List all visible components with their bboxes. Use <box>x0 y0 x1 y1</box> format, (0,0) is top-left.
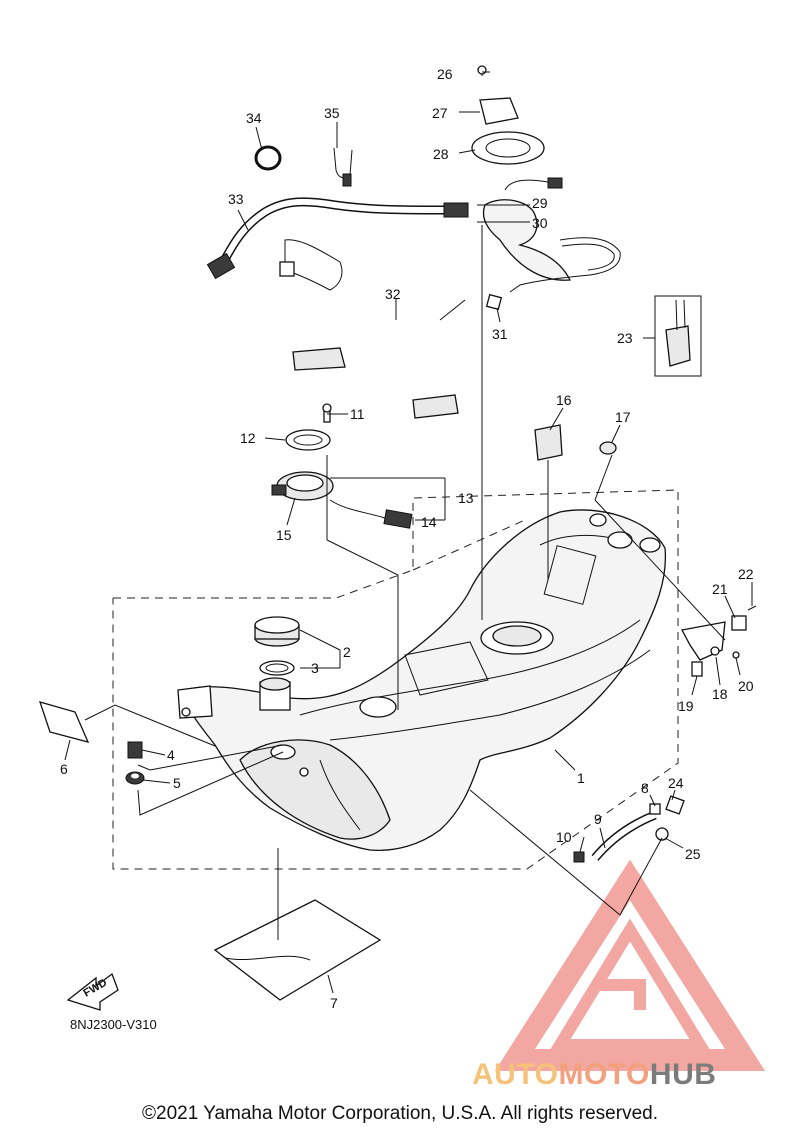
callout-18: 18 <box>712 686 728 702</box>
watermark-brand: AUTOMOTOHUB <box>472 1058 716 1092</box>
watermark-auto: AUTO <box>472 1058 559 1091</box>
fuel-cap <box>254 616 300 676</box>
callout-32: 32 <box>385 286 401 302</box>
callout-17: 17 <box>615 409 631 425</box>
diagram-code: 8NJ2300-V310 <box>70 1017 157 1032</box>
callout-7: 7 <box>330 995 338 1011</box>
callout-15: 15 <box>276 527 292 543</box>
watermark-hub: HUB <box>649 1058 717 1091</box>
callout-27: 27 <box>432 105 448 121</box>
pad-6 <box>38 701 90 743</box>
nut-31 <box>485 293 503 311</box>
callout-2: 2 <box>343 644 351 660</box>
fwd-arrow-icon: FWD <box>66 972 119 1011</box>
callout-16: 16 <box>556 392 572 408</box>
drain-bolt <box>125 741 145 785</box>
bracket-ghost <box>279 239 343 291</box>
callout-8: 8 <box>641 780 649 796</box>
damper-17 <box>599 441 617 455</box>
callout-24: 24 <box>668 775 684 791</box>
callout-20: 20 <box>738 678 754 694</box>
callout-4: 4 <box>167 747 175 763</box>
callout-28: 28 <box>433 146 449 162</box>
callout-26: 26 <box>437 66 453 82</box>
callout-14: 14 <box>421 514 437 530</box>
callout-23: 23 <box>617 330 633 346</box>
vent-pipe <box>292 313 467 419</box>
callout-1: 1 <box>577 770 585 786</box>
fuel-sender <box>271 403 413 529</box>
callout-6: 6 <box>60 761 68 777</box>
callout-29: 29 <box>532 195 548 211</box>
callout-5: 5 <box>173 775 181 791</box>
fuel-tank <box>177 509 667 851</box>
callout-21: 21 <box>712 581 728 597</box>
callout-35: 35 <box>324 105 340 121</box>
callout-13: 13 <box>458 490 474 506</box>
copyright-notice: ©2021 Yamaha Motor Corporation, U.S.A. A… <box>142 1103 658 1124</box>
pad-16 <box>534 424 563 461</box>
cable-band <box>333 147 353 187</box>
callout-9: 9 <box>594 811 602 827</box>
assembly-dashed-boxes <box>112 489 679 870</box>
callout-30: 30 <box>532 215 548 231</box>
callout-19: 19 <box>678 698 694 714</box>
callout-3: 3 <box>311 660 319 676</box>
hose-clamp <box>254 145 282 171</box>
callout-labels: 26 27 28 29 30 34 35 33 32 31 23 11 12 1… <box>60 66 754 1011</box>
watermark-moto: MOTO <box>558 1058 650 1091</box>
callout-34: 34 <box>246 110 262 126</box>
callout-33: 33 <box>228 191 244 207</box>
protective-sheet <box>213 899 382 1001</box>
leader-lines <box>64 71 753 994</box>
rear-bracket <box>681 605 757 677</box>
callout-31: 31 <box>492 326 508 342</box>
callout-25: 25 <box>685 846 701 862</box>
callout-10: 10 <box>556 829 572 845</box>
fuel-hose <box>206 197 469 280</box>
callout-12: 12 <box>240 430 256 446</box>
overflow-hose <box>573 795 685 863</box>
callout-11: 11 <box>350 406 365 422</box>
callout-22: 22 <box>738 566 754 582</box>
fuel-pump-upper <box>471 65 621 293</box>
watermark-logo-icon <box>494 859 766 1071</box>
sensor-23 <box>654 295 702 377</box>
